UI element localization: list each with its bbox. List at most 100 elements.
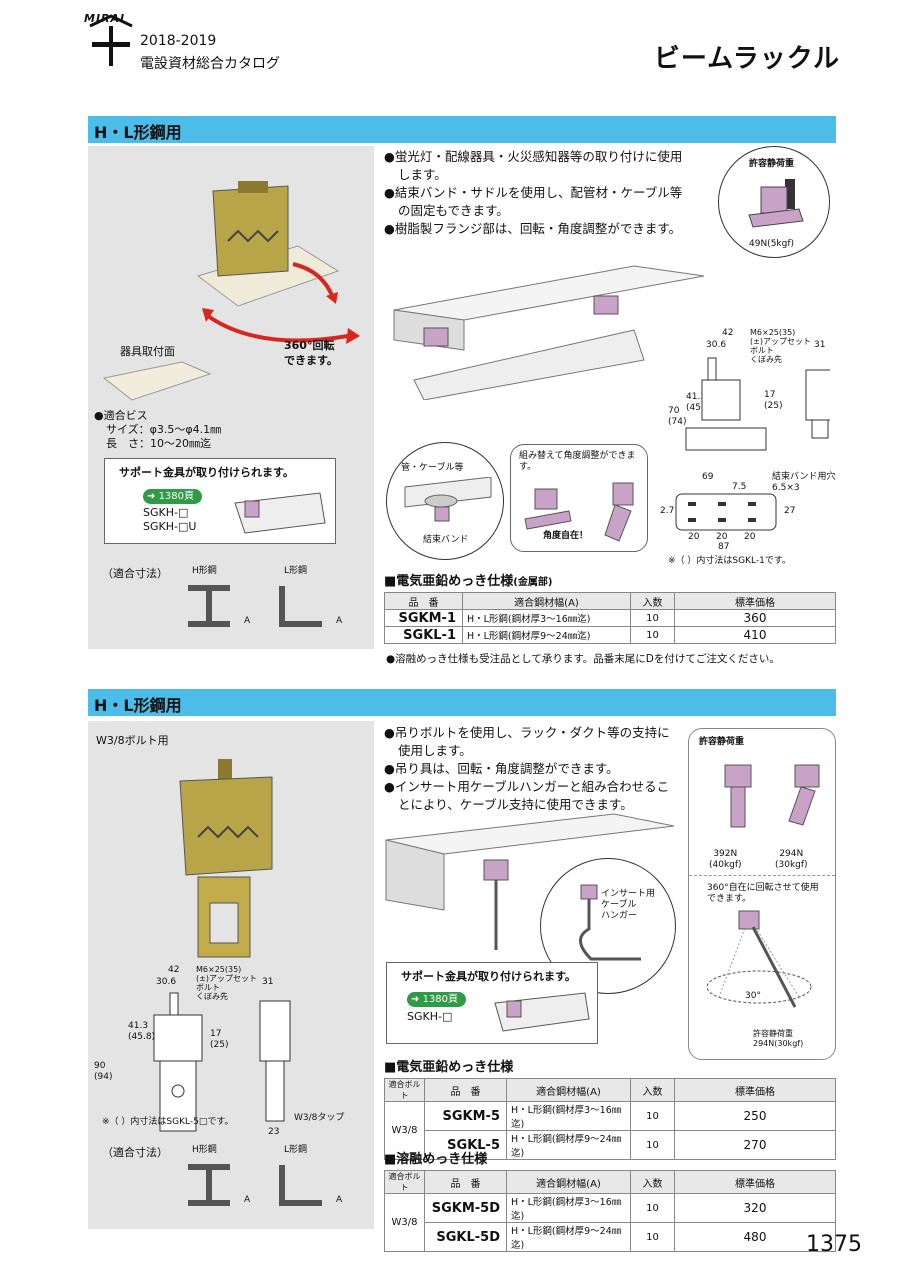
spec-table: 適合ボルト 品 番 適合鋼材幅(A) 入数 標準価格 W3/8 SGKM-5 H… [384,1078,836,1160]
dim-label: 69 [702,472,714,482]
dim-label: 2.7 [660,506,675,516]
rotate-note: 360°自在に回転させて使用できます。 [707,883,819,904]
angle-adjust-image [524,482,634,542]
table-header: 標準価格 [674,1170,836,1194]
price-cell: 270 [674,1130,836,1160]
page-number: 1375 [806,1232,862,1257]
table-row: W3/8 SGKM-5 H・L形鋼(鋼材厚3〜16㎜迄) 10 250 [384,1101,836,1160]
table-row: SGKL-5 H・L形鋼(鋼材厚9〜24㎜迄) 10 270 [385,1130,836,1160]
table-header: 適合ボルト [384,1170,425,1194]
product-code: SGKM-5D [424,1193,507,1223]
feature-item: ●蛍光灯・配線器具・火災感知器等の取り付けに使用します。 [384,149,683,182]
footnote: ●溶融めっき仕様も受注品として承ります。品番末尾にDを付けてご注文ください。 [386,653,780,665]
dim-label: 20 [716,532,728,542]
feature-list: ●吊りボルトを使用し、ラック・ダクト等の支持に使用します。 ●吊り具は、回転・角… [384,724,680,814]
feature-item: ●インサート用ケーブルハンガーと組み合わせることにより、ケーブル支持に使用できま… [384,779,670,812]
support-item: SGKH-□ [143,506,189,519]
support-item: SGKH-□ [407,1010,453,1023]
dimension-note: ※（ ）内寸法はSGKL-5□です。 [102,1117,234,1127]
product-code: SGKL-5D [424,1222,507,1252]
price-cell: 410 [674,626,836,644]
table-header: 適合鋼材幅(A) [462,592,631,610]
material-cell: H・L形鋼(鋼材厚9〜24㎜迄) [506,1222,631,1252]
dim-label: 30.6 [156,977,177,987]
spec-heading: ■電気亜鉛めっき仕様(金属部) [384,574,553,589]
feature-item: ●吊り具は、回転・角度調整ができます。 [384,761,619,776]
l-beam-label: L形鋼 [284,566,308,576]
mount-face-image [102,361,212,401]
load-value: 294N (30kgf) [775,849,808,870]
load-title: 許容静荷重 [749,159,795,169]
hanger-clamp-image [179,759,273,958]
feature-item: ●吊りボルトを使用し、ラック・ダクト等の支持に使用します。 [384,725,670,758]
spec-heading: ■電気亜鉛めっき仕様 [384,1060,514,1075]
insert-hanger-label: インサート用 ケーブル ハンガー [601,889,656,921]
dim-label: 31 [814,340,826,350]
h-beam-label: H形鋼 [192,566,217,576]
feature-list: ●蛍光灯・配線器具・火災感知器等の取り付けに使用します。 ●結束バンド・サドルを… [384,148,684,238]
qty-cell: 10 [630,626,675,644]
load-value: 許容静荷重 294N(30kgf) [753,1029,804,1048]
dim-label: 17 (25) [764,390,783,411]
hanger-hook-image [579,884,641,961]
dimension-drawing: 42 30.6 M6×25(35) (±)アップセット ボルト くぼみ先 31 … [660,326,836,566]
dim-label: 7.5 [732,482,747,492]
table-header: 入数 [630,1078,675,1102]
page-ref-link[interactable]: ➜ 1380頁 [143,489,203,504]
support-title: サポート金具が取り付けられます。 [119,466,294,479]
screw-title: ●適合ビス [94,409,148,422]
table-header: 入数 [630,1170,675,1194]
support-item: SGKH-□U [143,520,197,533]
angle-label: 30° [745,991,761,1001]
hole-spec-label: 結束バンド用穴 6.5×3 [772,472,836,493]
support-title: サポート金具が取り付けられます。 [401,970,576,983]
section-header: H・L形鋼用 [88,116,836,143]
material-cell: H・L形鋼(鋼材厚3〜16㎜迄) [506,1193,631,1223]
tap-label: W3/8タップ [294,1113,345,1123]
product-photo-panel: W3/8ボルト用 42 30.6 M6×25(35) (±)アップセット ボルト… [88,721,374,1229]
dim-label: 20 [744,532,756,542]
angle-adjust-box: 組み替えて角度調整ができます。 角度自在！ [510,444,648,552]
fit-dimension-label: （適合寸法） [102,1146,168,1159]
support-box: サポート金具が取り付けられます。 ➜ 1380頁 SGKH-□ [386,962,598,1044]
material-cell: H・L形鋼(鋼材厚3〜16㎜迄) [462,609,631,627]
load-value: 49N(5kgf) [749,239,795,249]
table-row: W3/8 SGKM-5D H・L形鋼(鋼材厚3〜16㎜迄) 10 320 [384,1193,836,1252]
material-cell: H・L形鋼(鋼材厚9〜24㎜迄) [506,1130,631,1160]
table-header: 標準価格 [674,1078,836,1102]
product-code: SGKM-5 [424,1101,507,1131]
mount-face-label: 器具取付面 [120,345,175,358]
page-ref-link[interactable]: ➜ 1380頁 [407,992,467,1007]
table-header: 標準価格 [674,592,836,610]
dim-label: 70 (74) [668,406,687,427]
fit-dimension-label: （適合寸法） [102,567,168,580]
table-header: 適合鋼材幅(A) [506,1170,631,1194]
table-row: SGKL-5D H・L形鋼(鋼材厚9〜24㎜迄) 10 480 [385,1222,836,1252]
bolt-size-cell: W3/8 [384,1193,425,1252]
material-cell: H・L形鋼(鋼材厚9〜24㎜迄) [462,626,631,644]
table-header: 入数 [630,592,675,610]
catalog-year: 2018-2019 [140,33,217,49]
h-beam-icon [188,585,230,627]
qty-cell: 10 [630,1193,675,1223]
rotate-note: 360°回転 できます。 [284,339,338,367]
support-bracket-image [494,992,590,1032]
load-hanger-image [724,764,820,828]
clamp-load-image [748,179,804,228]
l-beam-icon [279,586,322,627]
dim-label: 42 [168,965,180,975]
qty-cell: 10 [630,1222,675,1252]
dim-label: 20 [688,532,700,542]
spec-table: 適合ボルト 品 番 適合鋼材幅(A) 入数 標準価格 W3/8 SGKM-5D … [384,1170,836,1252]
qty-cell: 10 [630,1130,675,1160]
dim-label: 41.3 (45.8) [686,392,714,413]
angle-title: 組み替えて角度調整ができます。 [519,451,636,472]
dim-label: 17 (25) [210,1029,229,1050]
dim-label: 27 [784,506,796,516]
table-row: SGKL-1 H・L形鋼(鋼材厚9〜24㎜迄) 10 410 [384,626,836,644]
section-title: H・L形鋼用 [94,696,182,715]
cable-detail-circle: 管・ケーブル等 結束バンド [386,442,504,560]
l-beam-icon [279,1165,322,1206]
insert-hanger-circle: インサート用 ケーブル ハンガー [540,858,676,994]
dimension-a-label: A [244,1195,251,1205]
